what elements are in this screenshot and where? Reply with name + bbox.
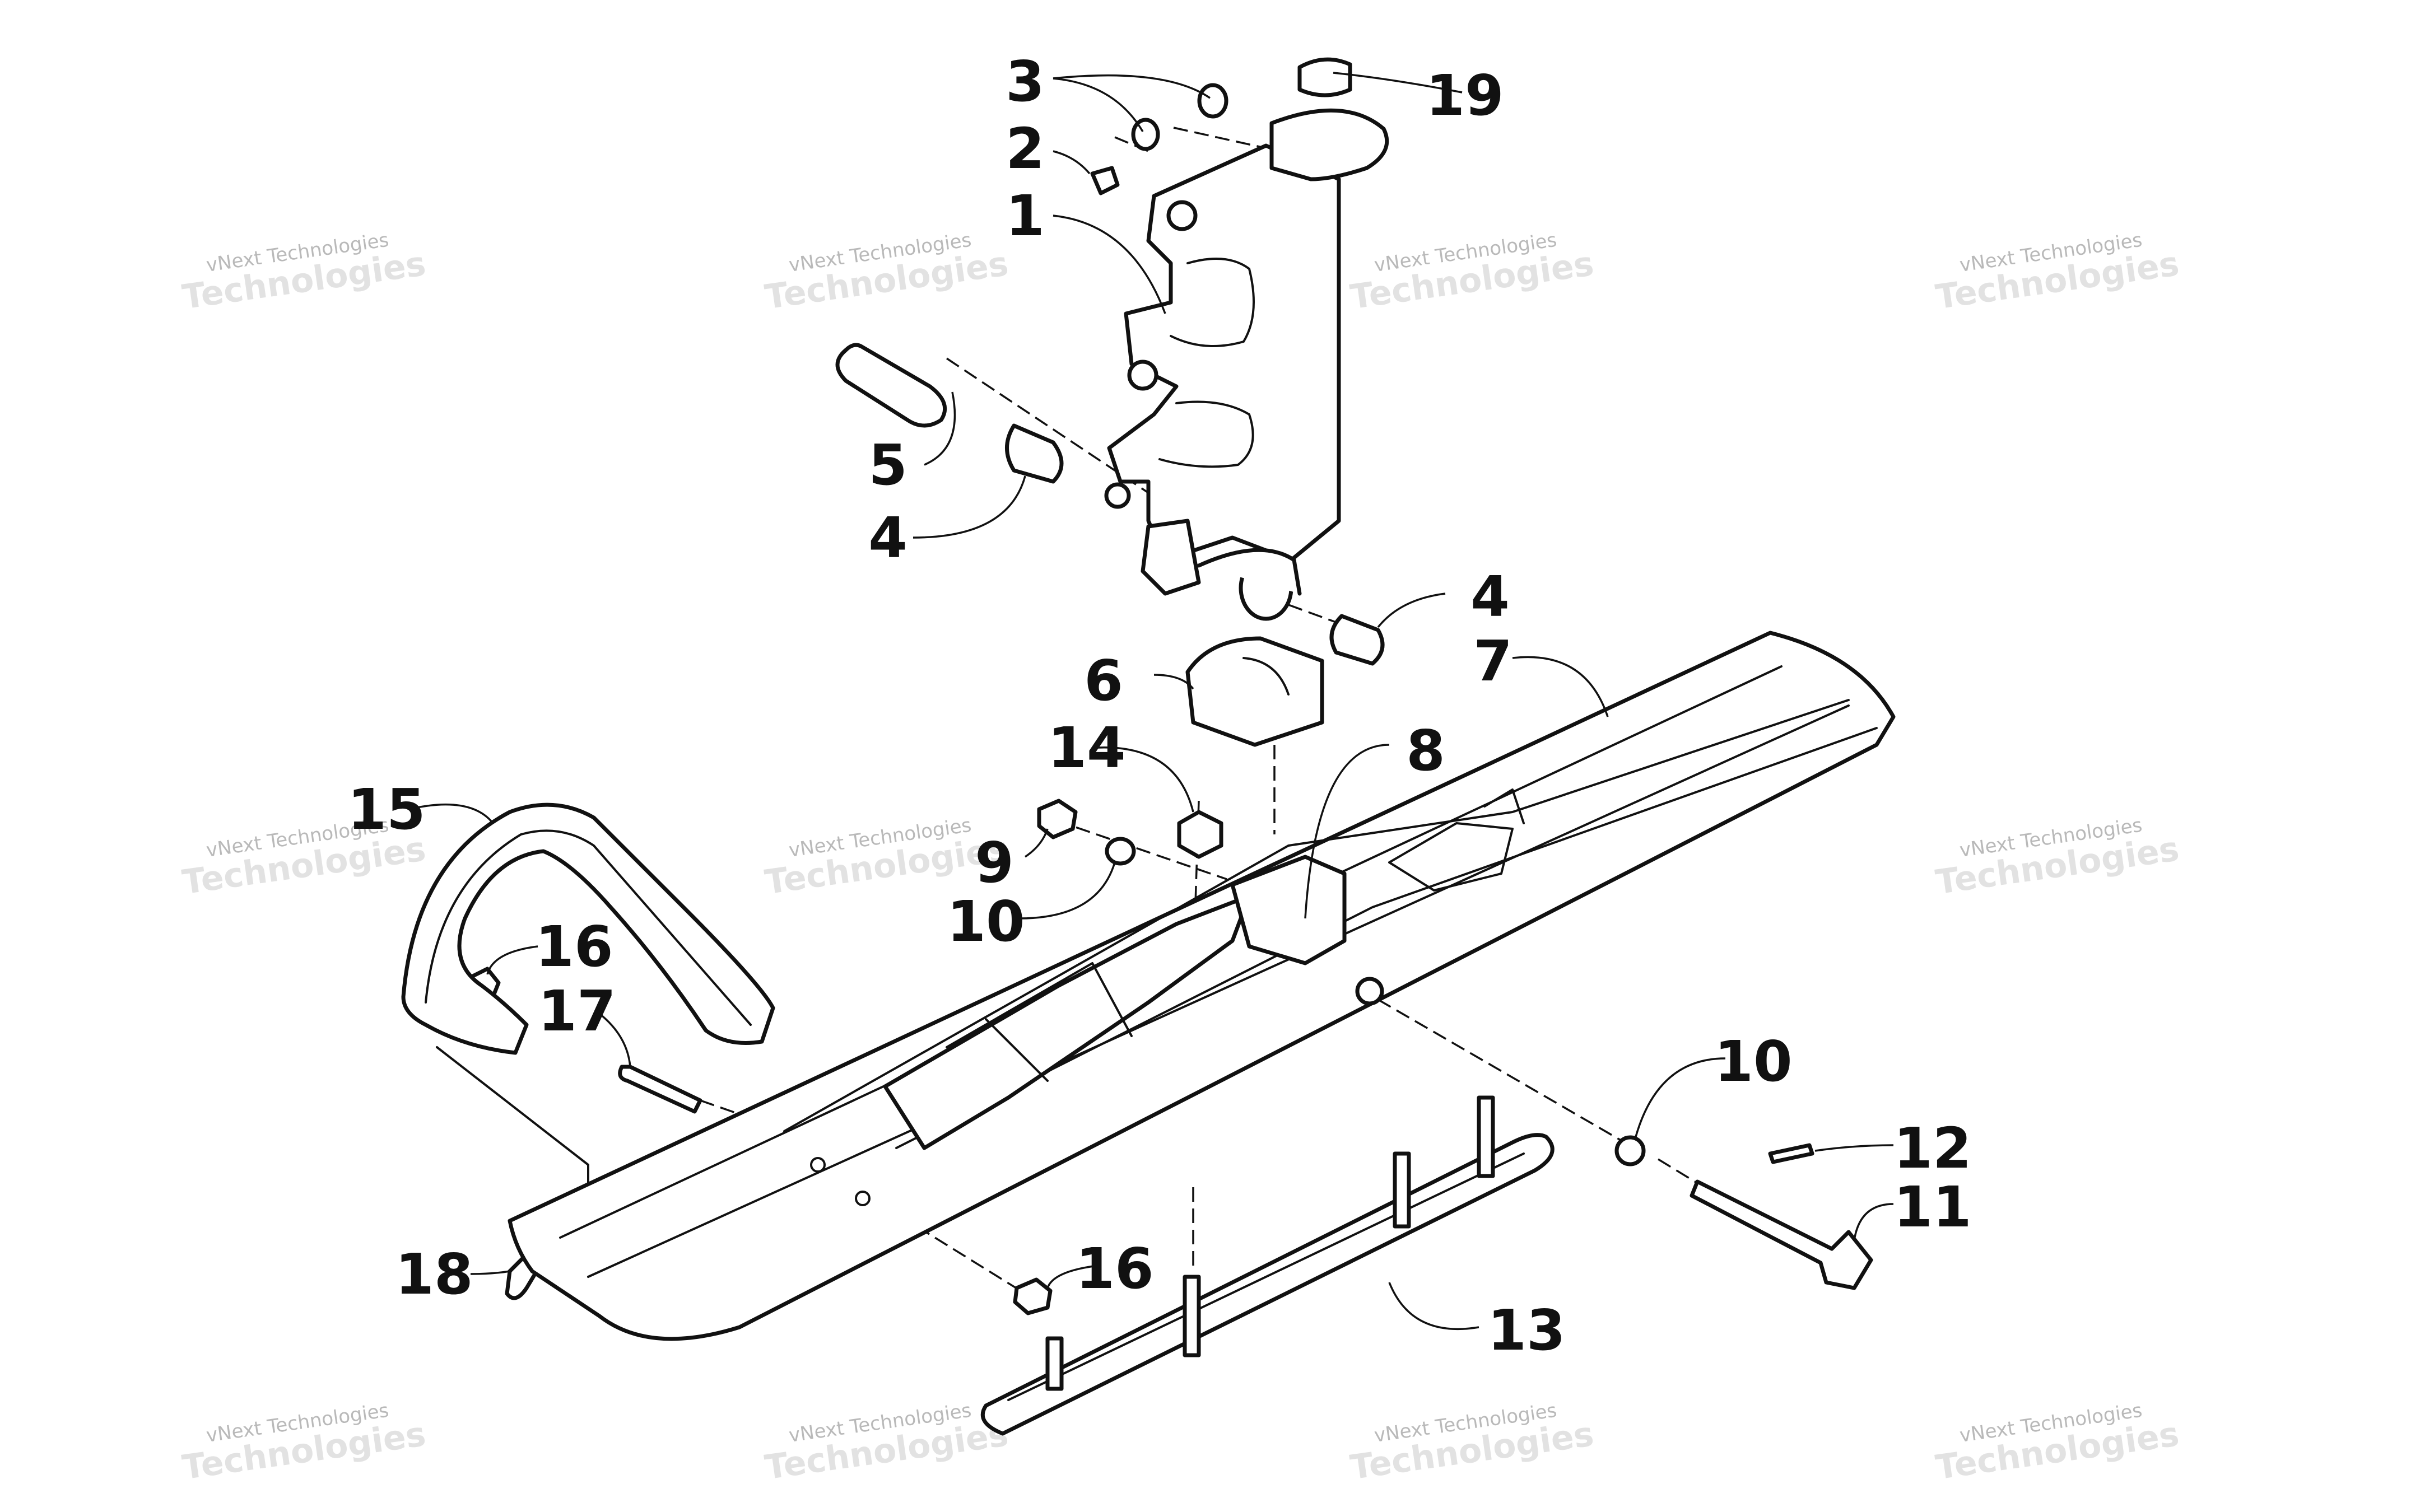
spacer-5	[835, 343, 947, 428]
callout-labels: 1 2 3 4 4 5 6 7 8 9 10 10 11 12 13 14 15…	[347, 49, 1971, 1363]
watermark: Technologies vNext Technologies	[1348, 1399, 1596, 1488]
callout-label: 12	[1893, 1116, 1971, 1181]
callout-label: 15	[347, 777, 425, 842]
callout-label: 18	[395, 1242, 473, 1307]
callout-label: 3	[1006, 49, 1045, 114]
pin-12	[1768, 1143, 1814, 1164]
washer-10b	[1614, 1135, 1646, 1166]
bolt-11	[1690, 1179, 1873, 1290]
nut-9	[1037, 799, 1078, 839]
callout-label: 13	[1487, 1298, 1565, 1363]
watermark: Technologies vNext Technologies	[1933, 814, 2181, 903]
callout-label: 9	[975, 830, 1014, 895]
leader-lines	[408, 72, 1894, 1330]
callout-label: 4	[1470, 564, 1510, 629]
bushing-4b	[1329, 614, 1385, 666]
watermark: Technologies vNext Technologies	[180, 1399, 428, 1488]
watermark: Technologies vNext Technologies	[762, 1399, 1011, 1488]
washer-3a	[1197, 83, 1228, 119]
callout-label: 10	[1714, 1029, 1792, 1094]
wear-bar	[980, 1095, 1555, 1436]
callout-label: 2	[1006, 116, 1045, 181]
callout-label: 6	[1084, 648, 1123, 713]
nut-16b	[1013, 1277, 1053, 1315]
callout-label: 14	[1048, 715, 1125, 781]
callout-label: 7	[1473, 628, 1513, 694]
callout-label: 4	[868, 505, 908, 571]
callout-label: 8	[1406, 718, 1445, 783]
bolt-17	[618, 1065, 702, 1114]
nut-14	[1177, 810, 1223, 859]
block-6	[1185, 636, 1324, 747]
watermark: Technologies vNext Technologies	[180, 229, 428, 318]
callout-label: 11	[1893, 1174, 1971, 1240]
watermark: Technologies vNext Technologies	[1933, 1399, 2181, 1488]
callout-label: 16	[535, 914, 613, 979]
nut-2	[1090, 166, 1120, 195]
callout-label: 10	[947, 889, 1025, 954]
callout-label: 5	[868, 432, 908, 498]
watermark: Technologies vNext Technologies	[1933, 229, 2181, 318]
callout-label: 16	[1076, 1236, 1153, 1301]
watermark: Technologies vNext Technologies	[1348, 229, 1596, 318]
small-parts	[466, 57, 1873, 1315]
spindle	[1104, 108, 1389, 621]
watermark: Technologies vNext Technologies	[762, 229, 1011, 318]
bushing-4a	[1005, 423, 1064, 484]
callout-label: 19	[1426, 63, 1504, 128]
ski	[508, 631, 1896, 1341]
washer-10a	[1105, 837, 1136, 866]
callout-label: 17	[538, 978, 616, 1044]
cap-19	[1297, 57, 1352, 97]
callout-label: 1	[1006, 183, 1045, 249]
ski-loop	[401, 802, 775, 1055]
